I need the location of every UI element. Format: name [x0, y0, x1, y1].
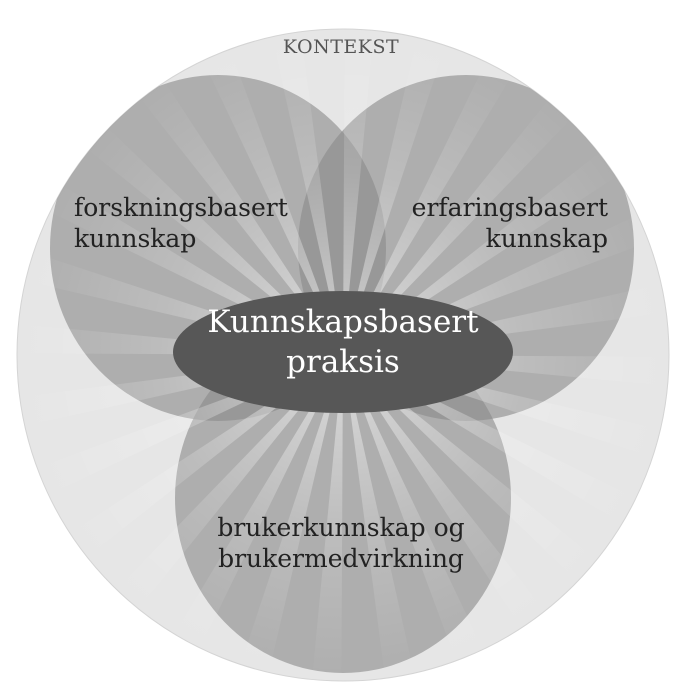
context-label: KONTEKST: [282, 36, 400, 58]
research-knowledge-line2: kunnskap: [74, 224, 197, 254]
research-knowledge-line1: forskningsbasert: [74, 193, 288, 222]
light-ray: [343, 355, 417, 681]
user-knowledge-line2: brukermedvirkning: [218, 544, 464, 574]
user-knowledge-line1: brukerkunnskap og: [217, 513, 465, 542]
light-ray: [343, 355, 554, 640]
light-ray: [343, 29, 450, 355]
research-knowledge-label: forskningsbasert kunnskap: [74, 192, 288, 255]
light-ray: [132, 70, 343, 356]
light-ray: [310, 355, 343, 681]
light-ray: [197, 36, 343, 355]
light-ray: [167, 355, 343, 661]
light-ray: [343, 355, 608, 592]
center-line2: praksis: [286, 343, 400, 380]
light-ray: [236, 355, 343, 681]
light-ray: [106, 355, 343, 620]
light-rays: [17, 29, 669, 681]
light-ray: [343, 90, 580, 355]
light-ray: [269, 29, 343, 355]
light-ray: [58, 355, 344, 566]
experience-knowledge-line2: kunnskap: [485, 224, 608, 254]
light-ray: [343, 29, 376, 355]
center-ellipse: [173, 291, 513, 413]
user-knowledge-label: brukerkunnskap og brukermedvirkning: [0, 512, 682, 575]
experience-knowledge-line1: erfaringsbasert: [411, 193, 608, 222]
light-ray: [343, 49, 519, 356]
evidence-based-practice-label: Kunnskapsbasert praksis: [175, 303, 511, 382]
center-line1: Kunnskapsbasert: [207, 304, 479, 340]
experience-knowledge-label: erfaringsbasert kunnskap: [412, 192, 608, 255]
light-ray: [343, 355, 489, 674]
